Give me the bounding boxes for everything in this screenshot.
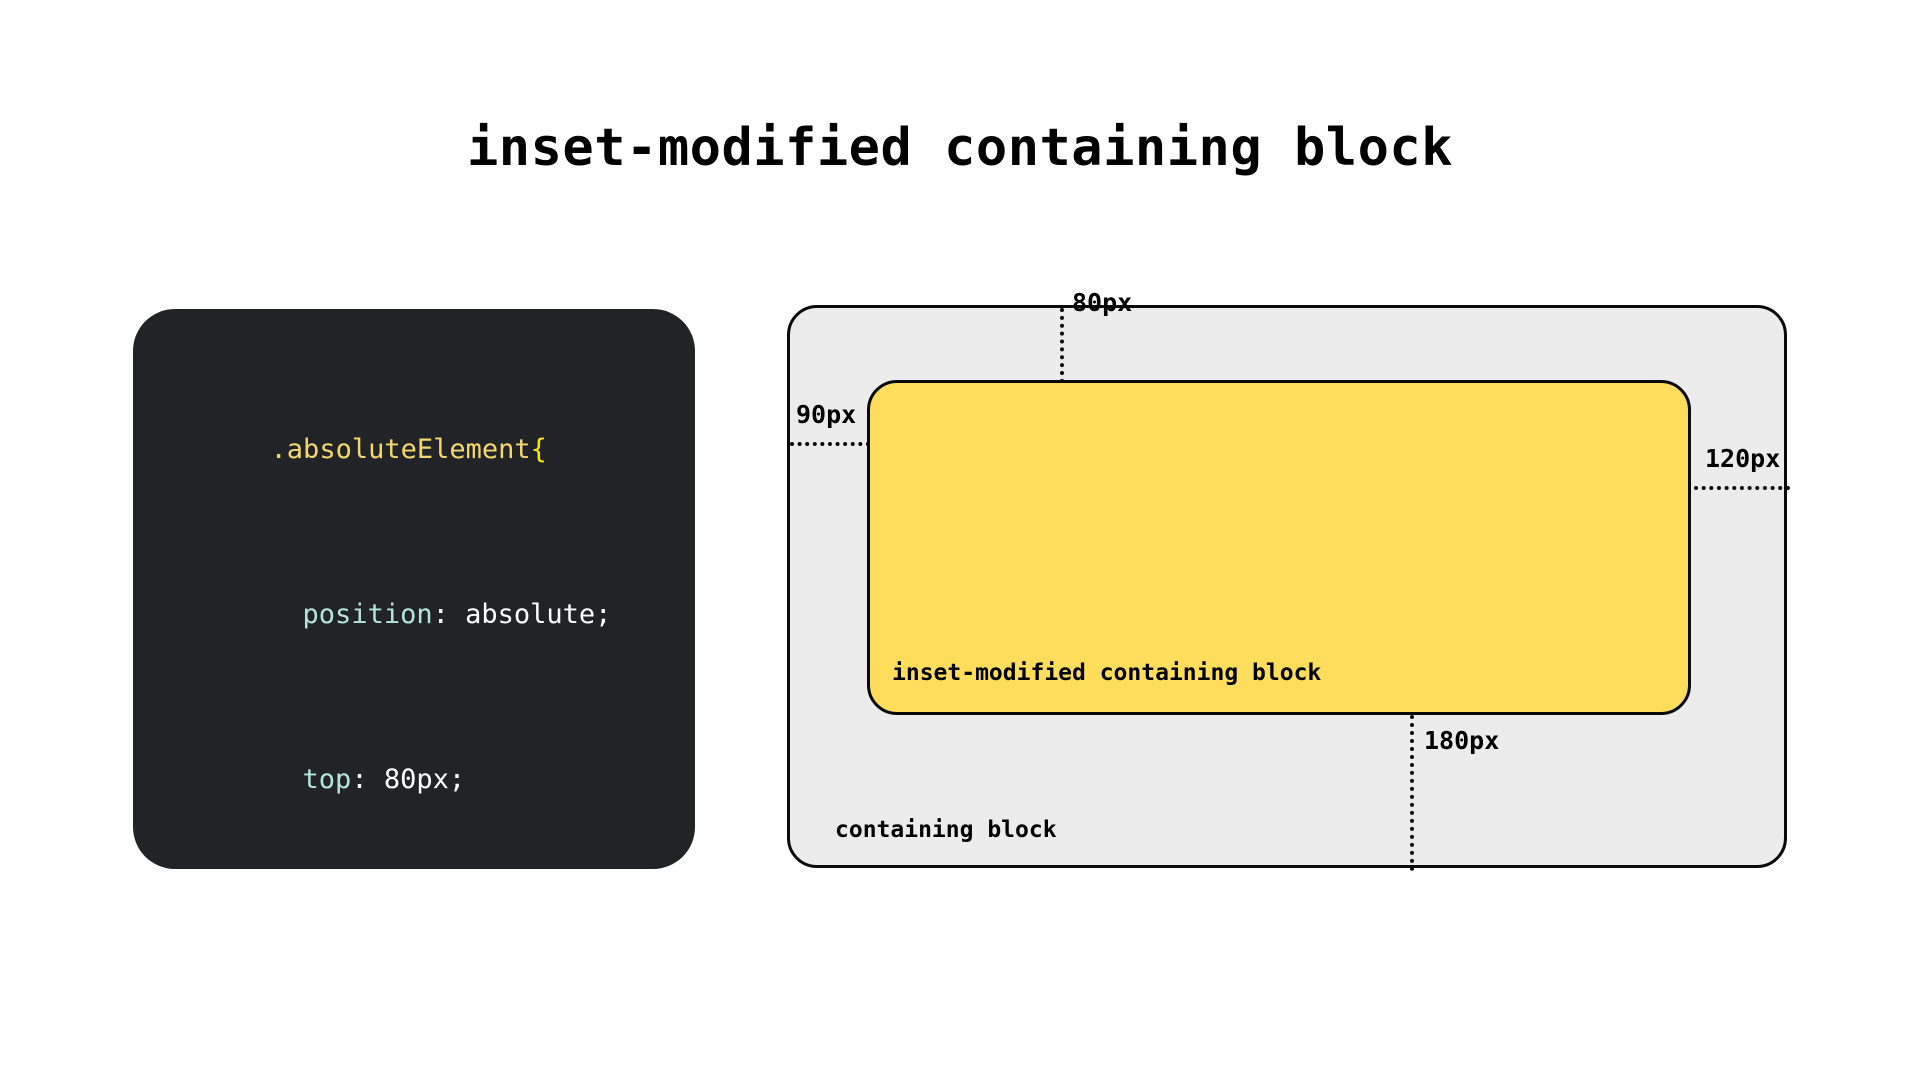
code-panel: .absoluteElement{ position: absolute; to… [133, 309, 695, 869]
containing-block-label: containing block [835, 817, 1057, 843]
css-selector: .absoluteElement [270, 434, 531, 465]
css-value-position: absolute; [465, 599, 612, 630]
inset-modified-containing-block-rect: inset-modified containing block [867, 380, 1691, 715]
code-line-selector: .absoluteElement{ [133, 367, 695, 532]
measure-guide-right-icon [1694, 486, 1790, 490]
code-line-position: position: absolute; [133, 532, 695, 697]
measure-label-bottom: 180px [1424, 726, 1500, 755]
css-brace-open: { [530, 434, 547, 465]
code-line-top: top: 80px; [133, 697, 695, 862]
css-property-top: top [302, 764, 352, 795]
css-property-position: position [302, 599, 433, 630]
box-model-diagram: containing block inset-modified containi… [787, 288, 1790, 871]
code-line-right: right: 120px; [133, 862, 695, 869]
measure-label-left: 90px [796, 400, 857, 429]
css-colon-position: : [432, 599, 466, 630]
css-colon-top: : [351, 764, 384, 795]
measure-guide-left-icon [790, 442, 870, 446]
containing-block-rect: containing block inset-modified containi… [787, 288, 1790, 871]
css-value-top: 80px; [383, 764, 466, 795]
page-title: inset-modified containing block [466, 118, 1453, 178]
measure-guide-bottom-icon [1410, 715, 1414, 871]
measure-label-right: 120px [1705, 444, 1781, 473]
measure-guide-top-icon [1060, 308, 1064, 383]
inset-modified-containing-block-label: inset-modified containing block [892, 660, 1322, 686]
measure-label-top: 80px [1072, 288, 1133, 317]
